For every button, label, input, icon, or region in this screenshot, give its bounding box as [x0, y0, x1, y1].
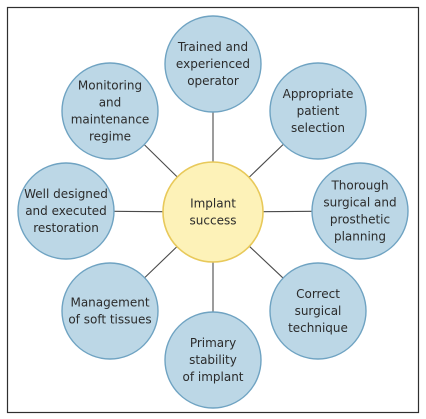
- outer-nodes: Trained andexperiencedoperatorAppropriat…: [17, 15, 409, 409]
- node-technique-line-3: technique: [288, 321, 348, 335]
- center-node: Implant success: [162, 161, 264, 263]
- connector-technique: [249, 245, 284, 279]
- node-planning: Thorough surgical and prosthetic planning: [311, 162, 409, 260]
- node-patient-line-1: Appropriate: [283, 87, 354, 101]
- node-operator-line-3: operator: [187, 74, 239, 88]
- node-technique-line-1: Correct: [296, 287, 340, 301]
- node-circle-planning: [311, 162, 409, 260]
- node-maintenance-line-2: and: [99, 96, 122, 110]
- node-planning-line-2: surgical and: [323, 196, 396, 210]
- node-stability-line-1: Primary: [190, 336, 236, 350]
- node-soft-tissues-line-2: of soft tissues: [68, 313, 151, 327]
- node-restoration-line-1: Well designed: [24, 187, 108, 201]
- node-circle-maintenance: [61, 62, 159, 160]
- connector-patient: [248, 143, 284, 178]
- node-stability-line-2: stability: [189, 353, 237, 367]
- node-restoration-line-2: and executed: [25, 204, 107, 218]
- connector-soft-tissues: [144, 246, 178, 279]
- node-circle-patient: [269, 62, 367, 160]
- node-planning-line-4: planning: [334, 230, 386, 244]
- node-operator-line-1: Trained and: [177, 40, 248, 54]
- node-patient: Appropriate patient selection: [269, 62, 367, 160]
- node-operator-line-2: experienced: [176, 57, 250, 71]
- connector-maintenance: [143, 144, 178, 178]
- node-soft-tissues: Management of soft tissues: [61, 262, 159, 360]
- node-patient-line-2: patient: [297, 104, 340, 118]
- node-circle-stability: [164, 311, 262, 409]
- node-planning-line-1: Thorough: [330, 179, 388, 193]
- connectors: [113, 112, 313, 312]
- node-stability-line-3: of implant: [182, 370, 243, 384]
- center-label-line-2: success: [190, 214, 237, 228]
- node-operator: Trained and experienced operator: [164, 15, 262, 113]
- node-restoration: Well designed and executed restoration: [17, 162, 115, 260]
- node-maintenance-line-3: maintenance: [71, 113, 150, 127]
- node-stability: Primary stability of implant: [164, 311, 262, 409]
- node-maintenance-line-1: Monitoring: [78, 79, 142, 93]
- node-circle-operator: [164, 15, 262, 113]
- node-patient-line-3: selection: [291, 121, 345, 135]
- node-maintenance: Monitoring and maintenance regime: [61, 62, 159, 160]
- node-technique: Correct surgical technique: [269, 262, 367, 360]
- node-soft-tissues-line-1: Management: [70, 296, 149, 310]
- node-circle-technique: [269, 262, 367, 360]
- center-label-line-1: Implant: [190, 197, 236, 211]
- node-circle-restoration: [17, 162, 115, 260]
- node-maintenance-line-4: regime: [89, 130, 131, 144]
- center-circle: [162, 161, 264, 263]
- node-planning-line-3: prosthetic: [330, 213, 390, 227]
- node-restoration-line-3: restoration: [33, 221, 99, 235]
- node-technique-line-2: surgical: [295, 304, 342, 318]
- node-circle-soft-tissues: [61, 262, 159, 360]
